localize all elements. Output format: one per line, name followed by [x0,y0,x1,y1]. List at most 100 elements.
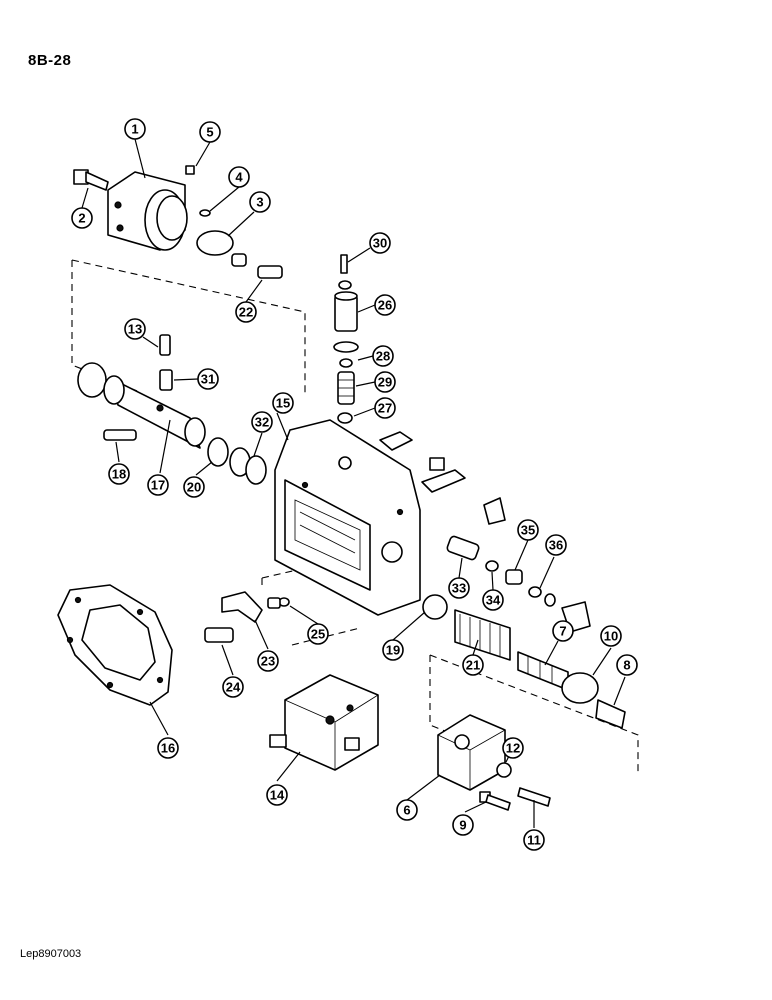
svg-text:1: 1 [131,122,138,137]
svg-text:4: 4 [235,170,243,185]
svg-text:18: 18 [112,467,126,482]
callout-2: 2 [71,207,93,229]
svg-text:13: 13 [128,322,142,337]
reference-code: Lep8907003 [20,948,82,960]
part-plug-8 [595,699,626,729]
svg-text:19: 19 [386,643,400,658]
part-spool-33-36 [446,535,556,607]
svg-text:26: 26 [378,298,392,313]
part-gasket-16 [57,584,173,706]
part-plug-5 [185,165,195,175]
callout-15: 15 [272,392,294,414]
part-spring-21 [454,609,511,661]
svg-text:12: 12 [506,741,520,756]
part-oring-3 [196,230,234,256]
callout-30: 30 [369,232,391,254]
svg-text:2: 2 [78,211,85,226]
svg-text:36: 36 [549,538,563,553]
callout-28: 28 [372,345,394,367]
callout-8: 8 [616,654,638,676]
part-cap-19 [422,594,448,620]
svg-text:35: 35 [521,523,535,538]
svg-text:27: 27 [378,401,392,416]
svg-text:30: 30 [373,236,387,251]
callout-7: 7 [552,620,574,642]
part-housing-15 [274,419,421,616]
part-pin-25b [267,597,281,609]
part-ring-4 [199,209,211,217]
callout-12: 12 [502,737,524,759]
callout-22: 22 [235,301,257,323]
callout-20: 20 [183,476,205,498]
svg-text:7: 7 [559,624,566,639]
part-nut-12 [496,762,512,778]
callout-26: 26 [374,294,396,316]
callout-3: 3 [249,191,271,213]
callout-27: 27 [374,397,396,419]
callout-11: 11 [523,829,545,851]
callout-6: 6 [396,799,418,821]
svg-text:15: 15 [276,396,290,411]
callout-31: 31 [197,368,219,390]
part-shaft-17 [77,362,206,449]
svg-text:31: 31 [201,372,215,387]
callout-29: 29 [374,371,396,393]
leader-lines [81,138,626,828]
svg-text:20: 20 [187,480,201,495]
part-housing-bolts [379,431,506,525]
part-plug-22 [231,253,283,279]
callout-13: 13 [124,318,146,340]
svg-text:8: 8 [623,658,630,673]
part-block-6 [437,714,506,791]
svg-text:23: 23 [261,654,275,669]
callout-14: 14 [266,784,288,806]
callout-34: 34 [482,589,504,611]
callout-32: 32 [251,411,273,433]
svg-text:17: 17 [151,478,165,493]
svg-text:16: 16 [161,741,175,756]
part-stud-11 [517,787,551,807]
svg-text:34: 34 [486,593,501,608]
part-oring-10 [561,672,599,704]
part-pin-24 [204,627,234,643]
svg-text:11: 11 [527,833,541,848]
svg-text:25: 25 [311,627,325,642]
svg-text:10: 10 [604,629,618,644]
svg-text:6: 6 [403,803,410,818]
part-spring-7 [517,651,569,691]
svg-text:3: 3 [256,195,263,210]
callout-4: 4 [228,166,250,188]
svg-text:33: 33 [452,581,466,596]
callout-5: 5 [199,121,221,143]
part-block-14 [269,674,379,771]
callout-33: 33 [448,577,470,599]
svg-text:32: 32 [255,415,269,430]
part-pins-13-31 [159,334,173,391]
svg-text:24: 24 [226,680,241,695]
callout-24: 24 [222,676,244,698]
svg-text:22: 22 [239,305,253,320]
callout-9: 9 [452,814,474,836]
svg-text:9: 9 [459,818,466,833]
part-bolt-9 [479,791,511,811]
svg-text:21: 21 [466,658,480,673]
part-fork-23 [221,591,263,623]
callout-36: 36 [545,534,567,556]
svg-text:5: 5 [206,125,213,140]
svg-text:29: 29 [378,375,392,390]
callout-19: 19 [382,639,404,661]
callout-23: 23 [257,650,279,672]
svg-text:14: 14 [270,788,285,803]
part-stack-right-top [333,254,359,424]
callout-35: 35 [517,519,539,541]
callout-25: 25 [307,623,329,645]
page-code: 8B-28 [28,52,72,69]
callout-10: 10 [600,625,622,647]
callout-1: 1 [124,118,146,140]
part-bolt-2 [73,169,109,191]
part-flange [107,171,188,251]
callout-21: 21 [462,654,484,676]
svg-text:28: 28 [376,349,390,364]
callout-18: 18 [108,463,130,485]
